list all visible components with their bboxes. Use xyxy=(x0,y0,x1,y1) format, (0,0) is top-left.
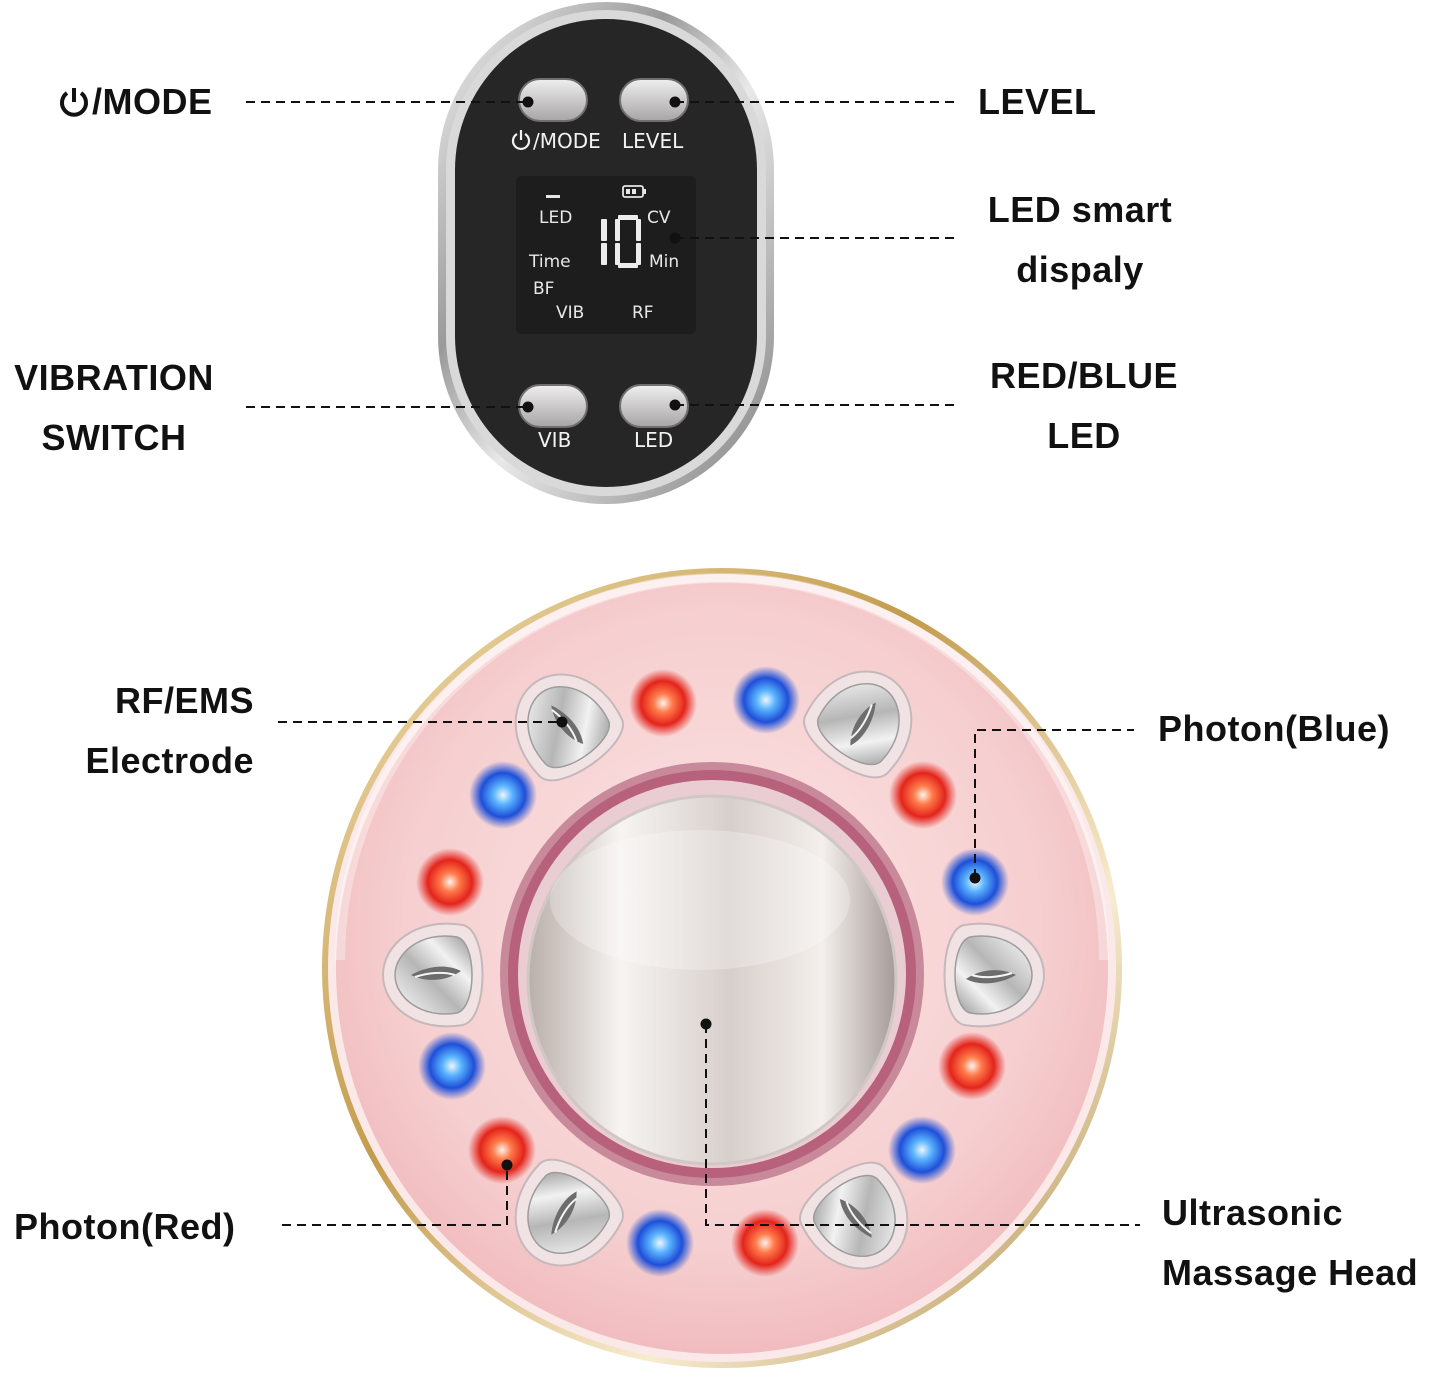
callout-rf-ems: RF/EMS Electrode xyxy=(40,671,254,791)
callout-red-blue-line1: RED/BLUE xyxy=(989,355,1178,396)
photon-red xyxy=(889,761,957,829)
callout-vibration-line2: SWITCH xyxy=(41,417,187,458)
callout-ultrasonic: Ultrasonic Massage Head xyxy=(1162,1183,1418,1303)
photon-blue xyxy=(469,761,537,829)
mode-button[interactable] xyxy=(518,78,588,122)
vib-button-label: VIB xyxy=(538,428,571,452)
callout-mode: /MODE xyxy=(58,72,213,132)
photon-blue xyxy=(888,1116,956,1184)
lcd-time: Time xyxy=(528,252,571,272)
level-button[interactable] xyxy=(619,78,689,122)
led-button-label: LED xyxy=(634,428,673,452)
mode-button-label: /MODE xyxy=(533,129,601,153)
callout-mode-text: /MODE xyxy=(92,81,213,122)
leader-photon-red xyxy=(282,1165,508,1226)
photon-blue xyxy=(732,666,800,734)
level-button-label: LEVEL xyxy=(622,129,684,153)
callout-ultrasonic-line1: Ultrasonic xyxy=(1162,1192,1344,1233)
callout-led-display-line2: dispaly xyxy=(1016,249,1144,290)
callout-vibration-line1: VIBRATION xyxy=(14,357,214,398)
photon-red xyxy=(629,669,697,737)
leader-dots xyxy=(501,96,981,1171)
photon-red xyxy=(468,1116,536,1184)
lcd-vib: VIB xyxy=(556,303,584,323)
photon-blue xyxy=(418,1032,486,1100)
callout-red-blue: RED/BLUE LED xyxy=(980,346,1188,466)
callout-level: LEVEL xyxy=(978,81,1097,122)
photon-red xyxy=(416,848,484,916)
battery-icon xyxy=(622,185,646,198)
callout-red-blue-line2: LED xyxy=(1047,415,1121,456)
callout-ultrasonic-line2: Massage Head xyxy=(1162,1252,1419,1293)
lcd-rf: RF xyxy=(632,303,654,323)
lcd-min: Min xyxy=(649,252,679,272)
callout-led-display-line1: LED smart xyxy=(987,189,1173,230)
photon-red xyxy=(731,1209,799,1277)
callout-photon-red: Photon(Red) xyxy=(14,1206,236,1247)
power-icon xyxy=(60,88,88,117)
leader-ultrasonic xyxy=(705,1024,1140,1226)
callout-rf-ems-line1: RF/EMS xyxy=(114,680,254,721)
leader-lines xyxy=(246,101,1140,1226)
photon-red xyxy=(938,1032,1006,1100)
callout-led-display: LED smart dispaly xyxy=(978,180,1182,300)
callout-vibration: VIBRATION SWITCH xyxy=(0,348,228,468)
callout-rf-ems-line2: Electrode xyxy=(85,740,254,781)
led-button[interactable] xyxy=(619,384,689,428)
leader-photon-blue xyxy=(974,729,1134,878)
photon-blue xyxy=(626,1209,694,1277)
seven-segment-digits xyxy=(601,215,641,268)
callout-photon-blue: Photon(Blue) xyxy=(1158,708,1390,749)
power-icon xyxy=(511,130,531,151)
ultrasonic-mirror-disc xyxy=(526,794,898,1166)
lcd-bf: BF xyxy=(533,279,554,299)
lcd-led: LED xyxy=(539,208,572,228)
control-panel: /MODE LEVEL VIB LED LED CV Time Min BF V… xyxy=(438,2,774,504)
lcd-cv: CV xyxy=(647,208,671,228)
led-bar-indicator xyxy=(546,195,560,198)
